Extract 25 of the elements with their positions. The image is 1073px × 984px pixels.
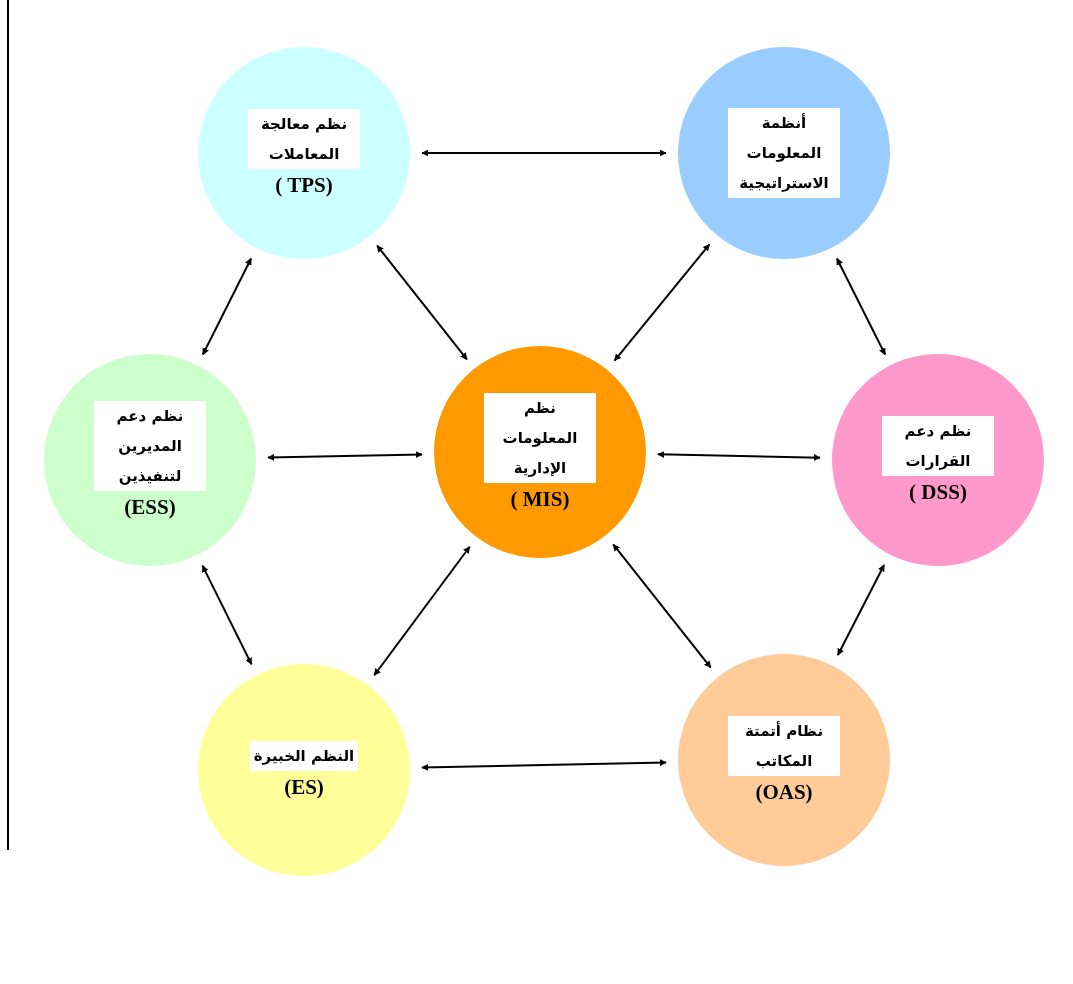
system-acronym: (ES) [284, 775, 324, 799]
double-arrow [201, 257, 253, 356]
double-arrow [836, 564, 886, 656]
double-arrow [373, 545, 471, 677]
system-name: نظم معالجة المعاملات [248, 109, 360, 169]
system-name: نظم المعلومات الإدارية [484, 393, 596, 483]
double-arrow [612, 543, 712, 669]
system-name: النظم الخبيرة [249, 741, 359, 771]
double-arrow [835, 257, 887, 356]
double-arrow [201, 564, 253, 666]
double-arrow [613, 243, 711, 362]
double-arrow [376, 244, 468, 361]
double-arrow [657, 451, 821, 461]
system-name: أنظمة المعلومات الاستراتيجية [728, 108, 840, 198]
double-arrow [267, 451, 423, 461]
system-acronym: (ESS) [124, 495, 176, 519]
system-name: نظام أتمتة المكاتب [728, 716, 840, 776]
system-acronym: ( DSS) [909, 480, 967, 504]
system-acronym: ( MIS) [510, 487, 570, 511]
system-name: نظم دعم القرارات [882, 416, 994, 476]
system-acronym: (OAS) [755, 780, 813, 804]
double-arrow [420, 759, 668, 771]
system-acronym: ( TPS) [275, 173, 333, 197]
system-name: نظم دعم المديرين لتنفيذين [94, 401, 206, 491]
double-arrow [421, 149, 667, 157]
